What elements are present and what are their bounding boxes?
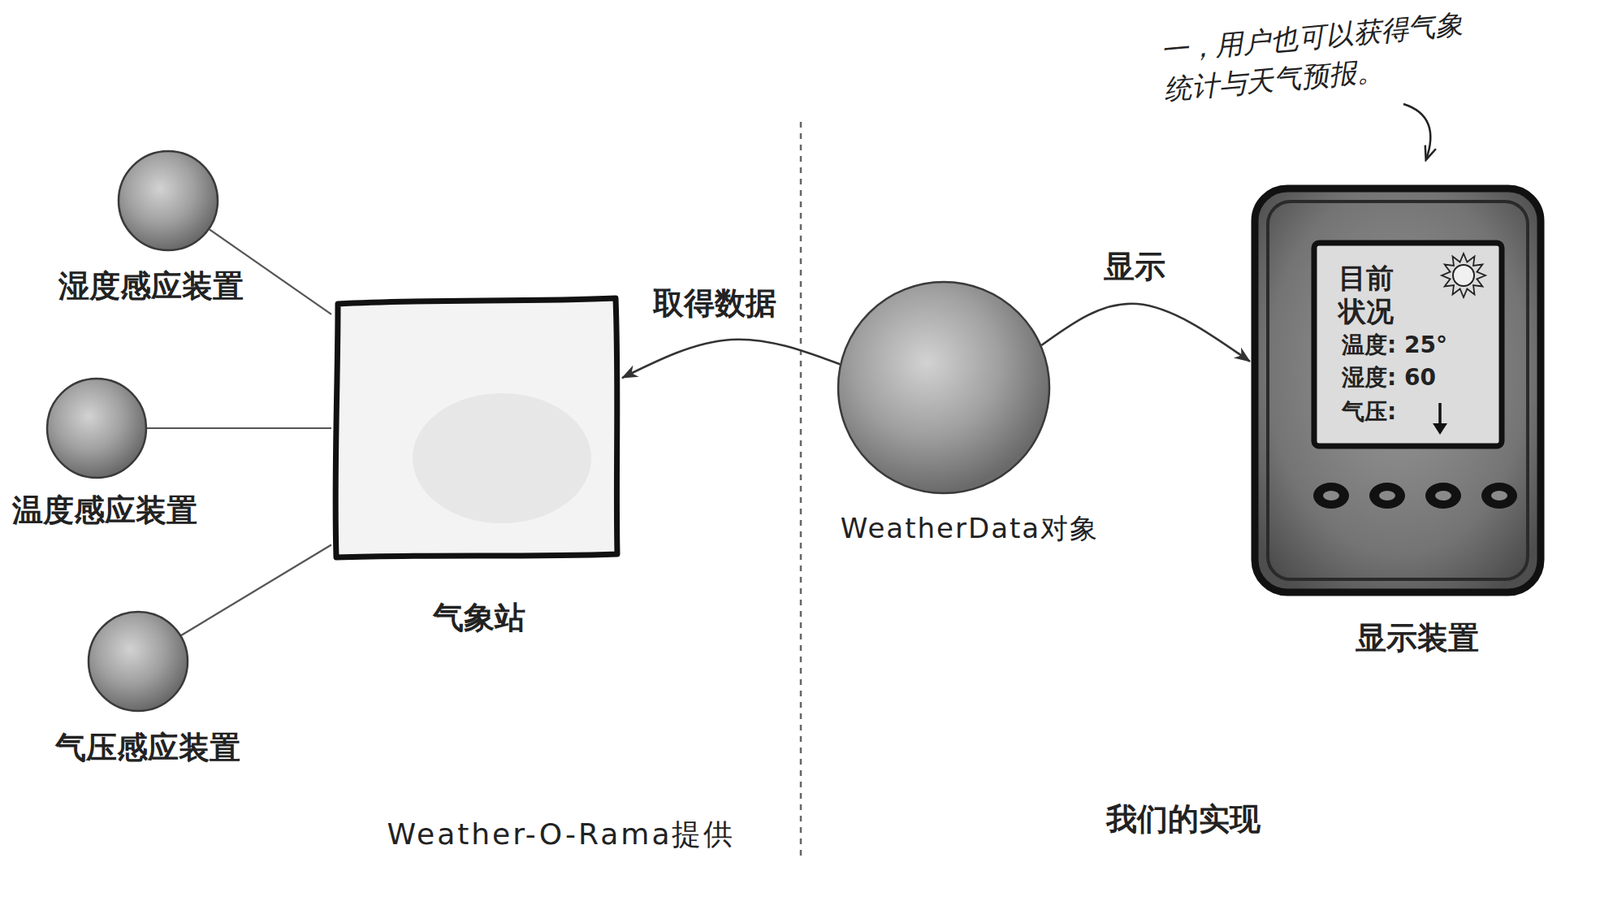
ball-shape: [88, 611, 188, 711]
station-fill: [335, 298, 618, 558]
reading-line: 气压:: [1341, 397, 1397, 426]
flow-arrow: [622, 339, 840, 378]
weather-station-box: 气象站: [331, 295, 623, 561]
region-label: 我们的实现: [1106, 800, 1261, 839]
divider-line: [800, 121, 803, 857]
screen-heading: 目前 状况: [1336, 261, 1397, 329]
device-button: [1369, 482, 1406, 509]
sensor-ball-outline: [86, 609, 190, 713]
sensor-label: 温度感应装置: [12, 492, 198, 530]
sensor-ball-outline: [45, 376, 148, 480]
station-shade: [412, 393, 592, 524]
object-label: WeatherData对象: [840, 511, 1099, 545]
station-border: [335, 298, 618, 558]
display-device: 显示装置目前 状况温度: 25°湿度: 60气压:: [1249, 183, 1546, 597]
sensor-ball: 气压感应装置: [86, 609, 190, 713]
device-label: 显示装置: [1355, 619, 1479, 658]
device-button-face: [1491, 490, 1508, 501]
device-button: [1425, 482, 1462, 509]
edge-label: 显示: [1100, 248, 1169, 286]
region-label: Weather-O-Rama提供: [386, 816, 736, 852]
note-leader: [1403, 103, 1431, 160]
sensor-label: 气压感应装置: [55, 729, 241, 767]
sun-icon: [1441, 253, 1486, 298]
sensor-ball: 温度感应装置: [45, 376, 148, 480]
sensor-wire: [147, 427, 332, 429]
station-label: 气象站: [432, 599, 526, 637]
device-button-face: [1323, 490, 1340, 501]
device-button-face: [1435, 490, 1452, 501]
ball-shape: [47, 378, 147, 478]
device-button: [1313, 482, 1350, 509]
reading-line: 湿度: 60: [1341, 363, 1436, 392]
sensor-ball-outline: [116, 149, 220, 252]
device-screen: 目前 状况温度: 25° 湿度: 60 气压:: [1310, 239, 1505, 450]
device-body: [1254, 188, 1541, 593]
ball-shape: [838, 281, 1050, 493]
sensor-label: 湿度感应装置: [58, 268, 244, 306]
sensor-wire: [181, 544, 332, 636]
weatherdata-ball-outline: [836, 280, 1051, 495]
weather-station-box-outline: [331, 295, 623, 561]
ball-shape: [118, 151, 218, 251]
flow-arrow: [1041, 303, 1250, 362]
weatherdata-ball: WeatherData对象: [836, 280, 1051, 495]
pressure-arrow: [1432, 402, 1448, 435]
device-inner-edge: [1267, 201, 1528, 580]
device-button-face: [1379, 490, 1396, 501]
screen-panel: [1314, 242, 1502, 446]
reading-line: 温度: 25°: [1341, 331, 1448, 359]
sensor-ball: 湿度感应装置: [116, 149, 220, 252]
handwritten-note: 一，用户也可以获得气象 统计与天气预报。: [1158, 4, 1483, 109]
device-button: [1481, 482, 1518, 509]
edge-label: 取得数据: [649, 285, 780, 323]
